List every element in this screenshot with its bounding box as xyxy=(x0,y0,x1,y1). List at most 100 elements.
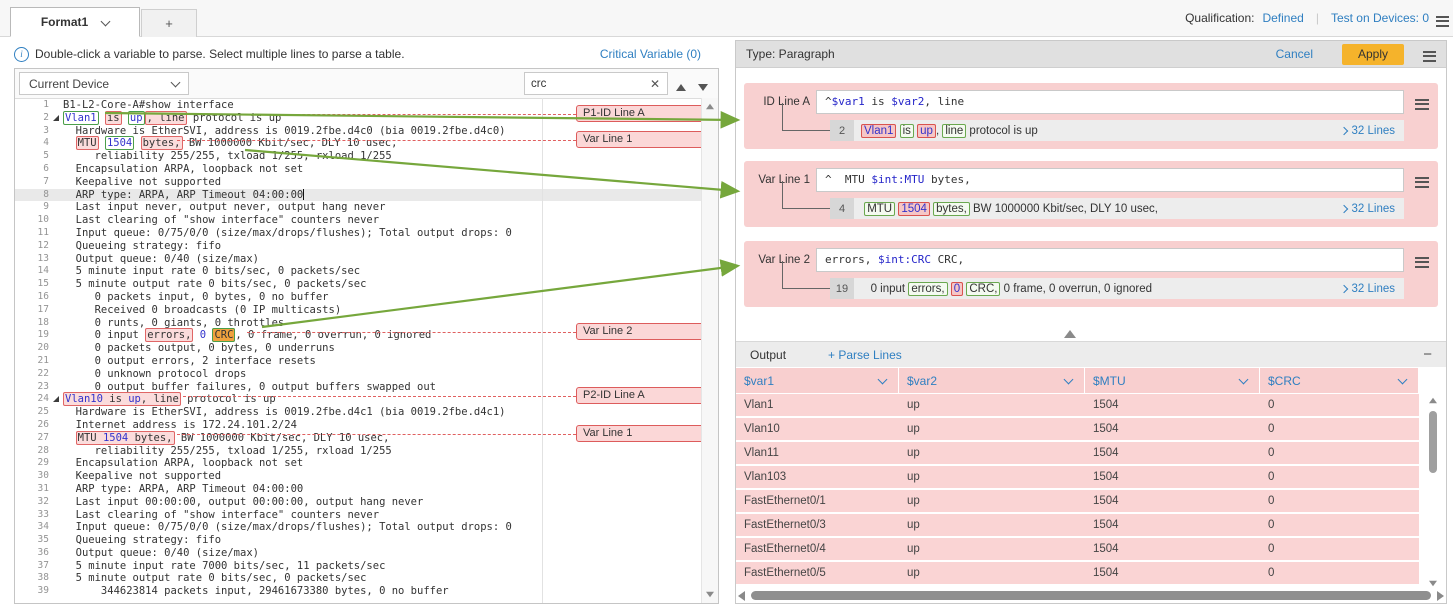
pattern-input[interactable]: errors, $int:CRC CRC, xyxy=(816,248,1404,272)
menu-icon[interactable] xyxy=(1436,13,1449,29)
code-line[interactable]: 17 Received 0 broadcasts (0 IP multicast… xyxy=(15,304,702,317)
output-col-label: $MTU xyxy=(1093,373,1126,388)
tab-format1[interactable]: Format1 xyxy=(10,7,140,37)
output-col-header[interactable]: $var2 xyxy=(899,368,1084,393)
chevron-down-icon[interactable] xyxy=(1063,374,1074,385)
code-line[interactable]: 6 Encapsulation ARPA, loopback not set xyxy=(15,163,702,176)
pattern-menu-icon[interactable] xyxy=(1415,174,1429,190)
code-line[interactable]: 33 Last clearing of "show interface" cou… xyxy=(15,509,702,522)
scroll-up-icon[interactable] xyxy=(1429,397,1437,404)
code-line[interactable]: 15 5 minute output rate 0 bits/sec, 0 pa… xyxy=(15,278,702,291)
code-line[interactable]: 3 Hardware is EtherSVI, address is 0019.… xyxy=(15,125,702,138)
code-line[interactable]: 7 Keepalive not supported xyxy=(15,176,702,189)
pattern-input[interactable]: ^ MTU $int:MTU bytes, xyxy=(816,168,1404,192)
chevron-down-icon[interactable] xyxy=(877,374,888,385)
scroll-up-icon[interactable] xyxy=(706,103,714,110)
code-line[interactable]: 31 ARP type: ARPA, ARP Timeout 04:00:00 xyxy=(15,483,702,496)
scroll-down-icon[interactable] xyxy=(706,591,714,598)
parse-lines-link[interactable]: + Parse Lines xyxy=(828,347,902,362)
code-line[interactable]: 9 Last input never, output never, output… xyxy=(15,201,702,214)
code-line[interactable]: 30 Keepalive not supported xyxy=(15,470,702,483)
code-line[interactable]: 37 5 minute input rate 7000 bits/sec, 11… xyxy=(15,560,702,573)
marker-label[interactable]: P2-ID Line A xyxy=(576,386,704,404)
chevron-down-icon[interactable] xyxy=(1238,374,1249,385)
code-line[interactable]: 5 reliability 255/255, txload 1/255, rxl… xyxy=(15,150,702,163)
code-line[interactable]: 39 344623814 packets input, 29461673380 … xyxy=(15,585,702,598)
scroll-right-icon[interactable] xyxy=(1437,590,1444,601)
code-line[interactable]: 10 Last clearing of "show interface" cou… xyxy=(15,214,702,227)
marker-label[interactable]: Var Line 1 xyxy=(576,130,704,148)
fold-marker-icon[interactable] xyxy=(53,114,59,121)
search-input[interactable] xyxy=(525,77,643,90)
add-tab-button[interactable]: + xyxy=(141,9,197,37)
code-line[interactable]: 12 Queueing strategy: fifo xyxy=(15,240,702,253)
output-col-header[interactable]: $var1 xyxy=(736,368,898,393)
marker-label[interactable]: Var Line 2 xyxy=(576,322,704,340)
table-vertical-scrollbar[interactable] xyxy=(1427,397,1440,587)
output-col-label: $var2 xyxy=(907,373,938,388)
output-col-header[interactable]: $MTU xyxy=(1085,368,1259,393)
pattern-menu-icon[interactable] xyxy=(1415,254,1429,270)
cancel-button[interactable]: Cancel xyxy=(1275,47,1313,61)
code-line[interactable]: 21 0 output errors, 2 interface resets xyxy=(15,355,702,368)
expand-lines-link[interactable]: 32 Lines xyxy=(1339,283,1404,295)
code-line[interactable]: 8 ARP type: ARPA, ARP Timeout 04:00:00 xyxy=(15,188,702,202)
expand-lines-link[interactable]: 32 Lines xyxy=(1339,203,1404,215)
code-line[interactable]: 34 Input queue: 0/75/0/0 (size/max/drops… xyxy=(15,521,702,534)
chevron-down-icon[interactable] xyxy=(100,16,111,26)
code-line[interactable]: 14 5 minute input rate 0 bits/sec, 0 pac… xyxy=(15,265,702,278)
minimize-icon[interactable]: − xyxy=(1423,346,1432,363)
code-text: Output queue: 0/40 (size/max) xyxy=(63,546,259,559)
search-clear-icon[interactable]: ✕ xyxy=(649,76,660,91)
pattern-input[interactable]: ^$var1 is $var2, line xyxy=(816,90,1404,114)
code-line[interactable]: 28 reliability 255/255, txload 1/255, rx… xyxy=(15,445,702,458)
chevron-down-icon[interactable] xyxy=(1397,374,1408,385)
code-line[interactable]: 26 Internet address is 172.24.101.2/24 xyxy=(15,419,702,432)
code-line[interactable]: 20 0 packets output, 0 bytes, 0 underrun… xyxy=(15,342,702,355)
code-line[interactable]: 29 Encapsulation ARPA, loopback not set xyxy=(15,457,702,470)
expand-lines-link[interactable]: 32 Lines xyxy=(1339,125,1404,137)
critical-variable-link[interactable]: Critical Variable (0) xyxy=(599,47,701,61)
code-line[interactable]: 36 Output queue: 0/40 (size/max) xyxy=(15,547,702,560)
qualification-value-link[interactable]: Defined xyxy=(1262,11,1304,25)
code-line[interactable]: 11 Input queue: 0/75/0/0 (size/max/drops… xyxy=(15,227,702,240)
marker-label[interactable]: Var Line 1 xyxy=(576,425,704,443)
editor-scrollbar[interactable] xyxy=(701,98,718,603)
scroll-left-icon[interactable] xyxy=(738,590,745,601)
pattern-menu-icon[interactable] xyxy=(1415,96,1429,112)
apply-button[interactable]: Apply xyxy=(1342,43,1404,65)
collapse-output-button[interactable] xyxy=(1064,330,1076,338)
output-col-header[interactable]: $CRC xyxy=(1260,368,1418,393)
scrollbar-thumb[interactable] xyxy=(751,591,1431,600)
code-line[interactable]: 38 5 minute output rate 0 bits/sec, 0 pa… xyxy=(15,572,702,585)
test-on-devices-link[interactable]: Test on Devices: 0 xyxy=(1330,11,1429,25)
table-horizontal-scrollbar[interactable] xyxy=(738,589,1444,602)
code-line[interactable]: 13 Output queue: 0/40 (size/max) xyxy=(15,253,702,266)
code-line[interactable]: 35 Queueing strategy: fifo xyxy=(15,534,702,547)
search-next-button[interactable] xyxy=(698,78,708,96)
code-line[interactable]: 25 Hardware is EtherSVI, address is 0019… xyxy=(15,406,702,419)
code-line[interactable]: 23 0 output buffer failures, 0 output bu… xyxy=(15,381,702,394)
scroll-down-icon[interactable] xyxy=(1429,580,1437,587)
code-line[interactable]: 22 0 unknown protocol drops xyxy=(15,368,702,381)
search-prev-button[interactable] xyxy=(676,78,686,96)
code-line[interactable]: 32 Last input 00:00:00, output 00:00:00,… xyxy=(15,496,702,509)
marker-label[interactable]: P1-ID Line A xyxy=(576,105,704,123)
code-line[interactable]: 16 0 packets input, 0 bytes, 0 no buffer xyxy=(15,291,702,304)
panel-menu-icon[interactable] xyxy=(1423,48,1436,64)
scrollbar-thumb[interactable] xyxy=(1429,411,1437,473)
fold-marker-icon[interactable] xyxy=(53,396,59,403)
device-select[interactable]: Current Device xyxy=(19,72,189,95)
